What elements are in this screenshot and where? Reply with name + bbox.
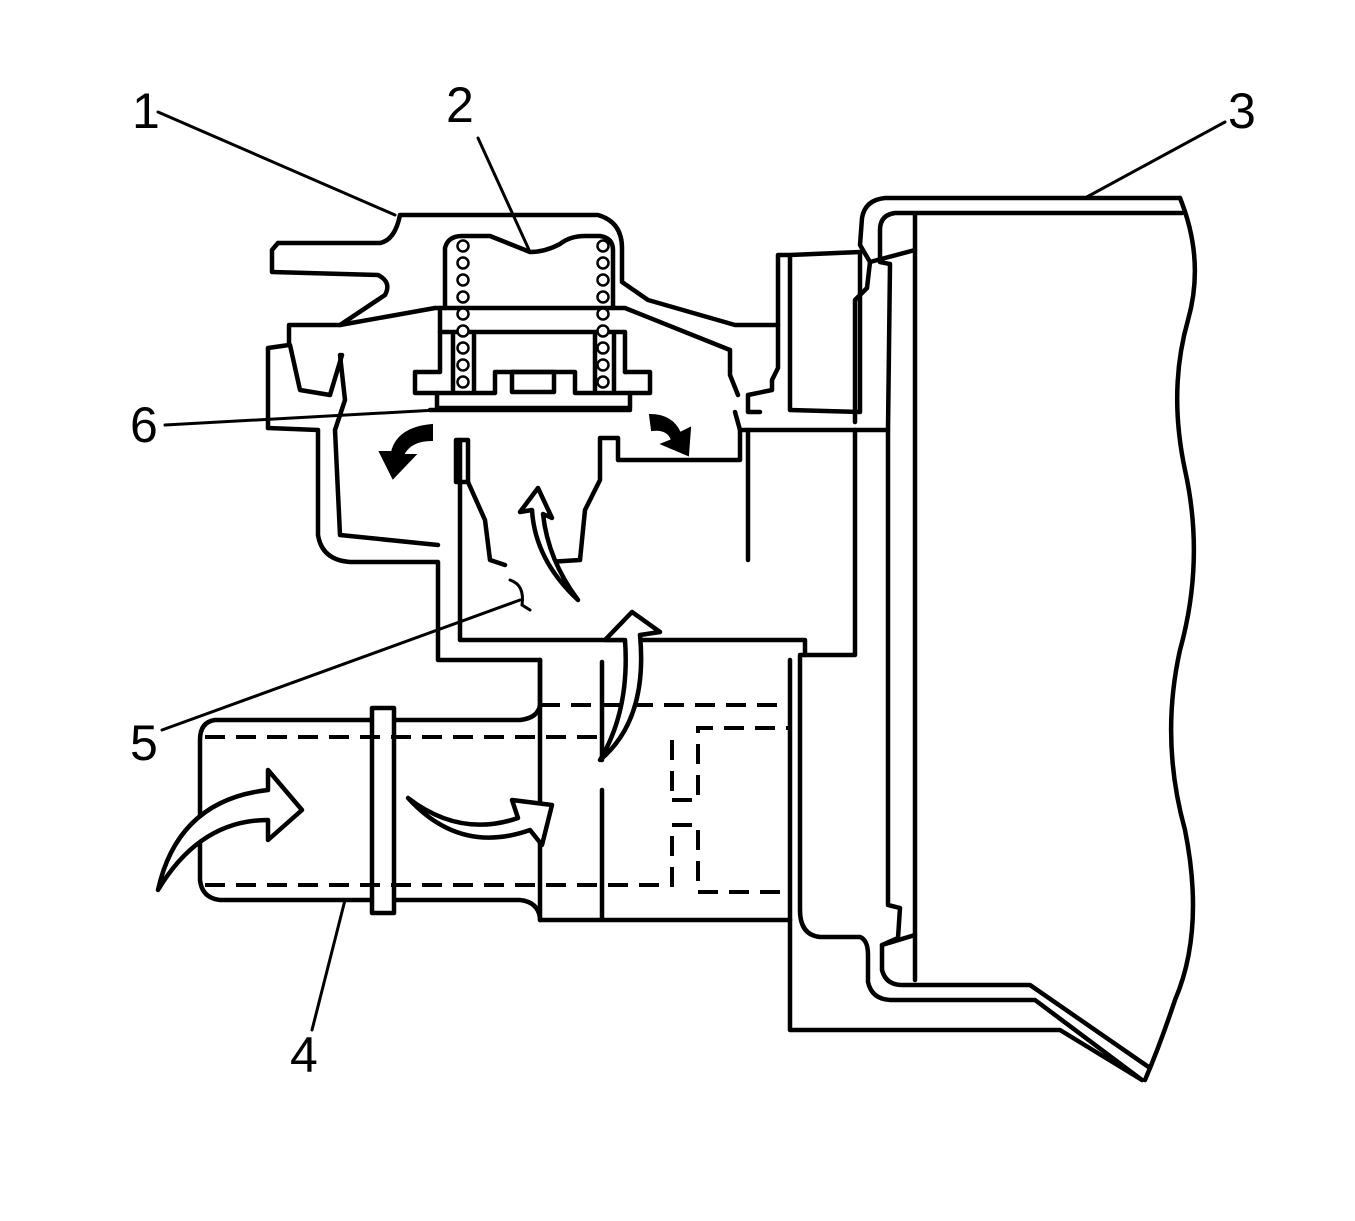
callout-5: 5 <box>130 715 158 771</box>
spring-coil-loop <box>596 256 610 270</box>
radiator-tank <box>787 195 1198 1083</box>
callout-1: 1 <box>132 83 160 139</box>
spring-coil-loop <box>596 375 610 389</box>
leader-lines <box>156 110 1227 1032</box>
callout-3: 3 <box>1228 83 1256 139</box>
spring-coil-loop <box>456 290 470 304</box>
callout-2: 2 <box>446 77 474 133</box>
pressure-cap <box>412 233 653 413</box>
callout-6: 6 <box>130 397 158 453</box>
spring-coil-loop <box>596 324 610 338</box>
spring-coil-loop <box>596 239 610 253</box>
spring-coil-loop <box>596 358 610 372</box>
spring-coil-loop <box>456 375 470 389</box>
spring-coil <box>456 239 610 389</box>
callout-4: 4 <box>290 1027 318 1083</box>
spring-coil-loop <box>456 239 470 253</box>
spring-coil-loop <box>596 341 610 355</box>
spring-coil-loop <box>596 290 610 304</box>
callout-labels: 1 2 3 4 5 6 <box>130 77 1256 1083</box>
spring-coil-loop <box>456 358 470 372</box>
spring-coil-loop <box>596 307 610 321</box>
spring-coil-loop <box>456 341 470 355</box>
spring-coil-loop <box>456 273 470 287</box>
spring-coil-loop <box>456 307 470 321</box>
spring-coil-loop <box>456 256 470 270</box>
spring-coil-loop <box>456 324 470 338</box>
spring-coil-loop <box>596 273 610 287</box>
coolant-flow-arrows <box>155 413 692 893</box>
